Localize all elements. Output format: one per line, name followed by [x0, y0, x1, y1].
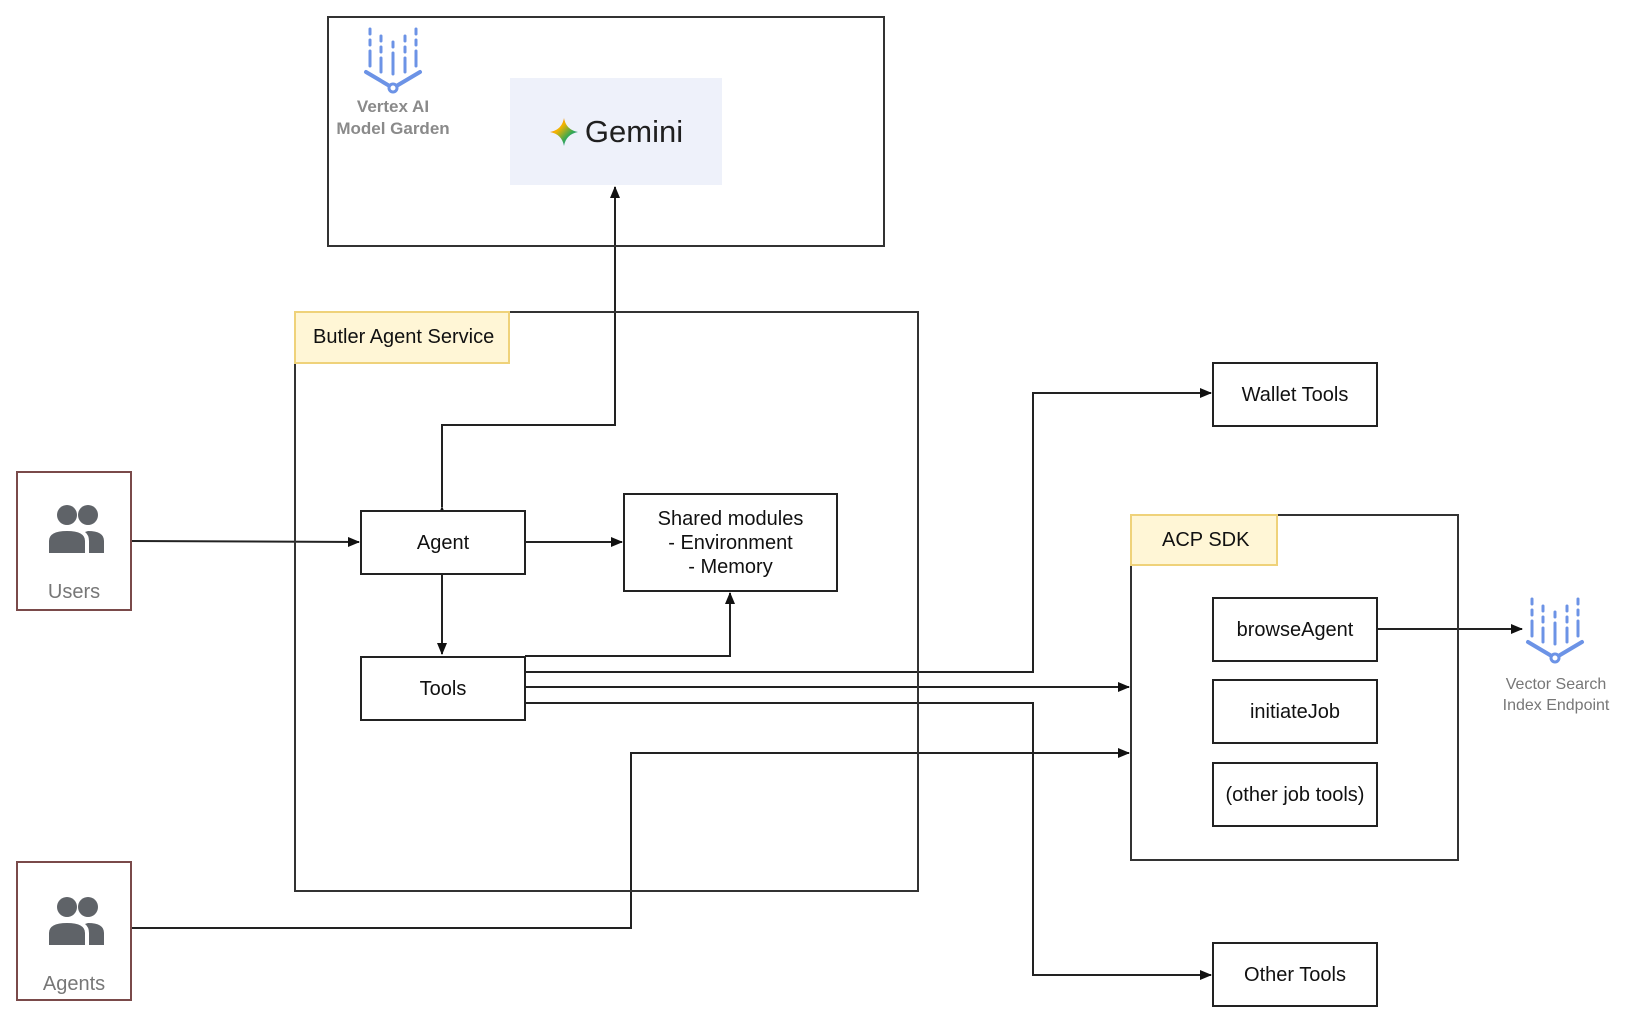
vector-search-label: Vector Search Index Endpoint [1502, 676, 1610, 714]
gemini-label: Gemini [584, 113, 684, 149]
butler-service-title: Butler Agent Service [294, 311, 510, 364]
users-icon [49, 505, 104, 553]
tools-node: Tools [360, 656, 526, 721]
arrow-agent-gemini [437, 186, 620, 518]
agent-node: Agent [360, 510, 526, 575]
acp-sdk-title: ACP SDK [1130, 514, 1278, 566]
arrow-tools-other [525, 702, 1212, 980]
arrow-tools-shared [525, 592, 735, 657]
users-actor: Users [16, 471, 132, 611]
butler-service-container [294, 311, 919, 892]
users-label: Users [47, 581, 101, 603]
vertex-ai-label: Vertex AI Model Garden [336, 97, 450, 138]
vector-search-icon [1526, 597, 1584, 664]
browse-agent-node: browseAgent [1212, 597, 1378, 662]
initiate-job-node: initiateJob [1212, 679, 1378, 744]
model-garden-container [327, 16, 885, 247]
acp-sdk-container [1130, 514, 1459, 861]
arrow-tools-wallet [525, 388, 1212, 673]
gemini-star-icon [549, 117, 578, 146]
gemini-card: Gemini [510, 78, 722, 185]
wallet-tools-node: Wallet Tools [1212, 362, 1378, 427]
agents-icon [49, 897, 104, 945]
other-job-tools-node: (other job tools) [1212, 762, 1378, 827]
arrow-users-agent [130, 536, 360, 547]
vertex-ai-icon [364, 27, 422, 94]
shared-modules-node: Shared modules - Environment - Memory [623, 493, 838, 592]
agents-actor: Agents [16, 861, 132, 1001]
arrow-agents-acp [131, 748, 1130, 929]
agents-label: Agents [42, 973, 106, 995]
other-tools-node: Other Tools [1212, 942, 1378, 1007]
